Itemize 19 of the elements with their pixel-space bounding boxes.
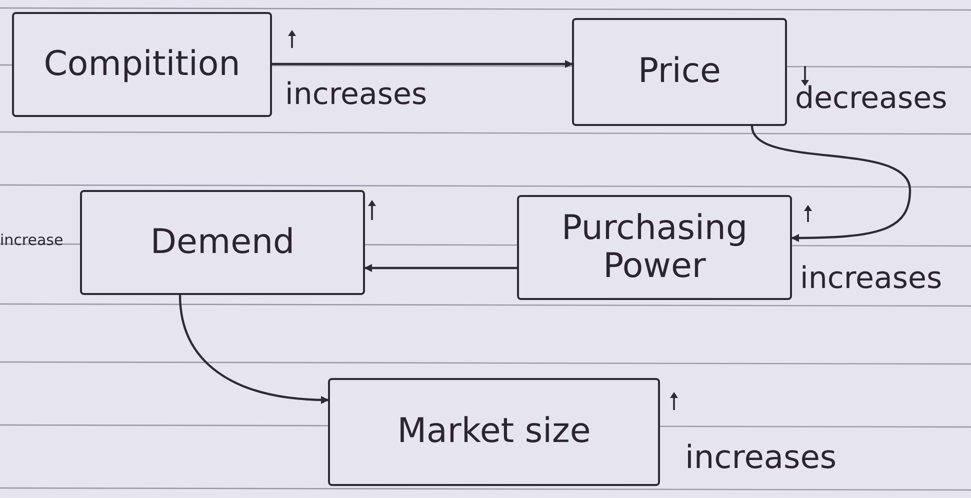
node-label: Demend <box>150 224 295 262</box>
arrow <box>364 264 517 272</box>
concept-box <box>80 190 365 295</box>
node-label: Purchasing Power <box>560 210 749 285</box>
node-label: Price <box>638 53 721 91</box>
arrow <box>272 60 573 68</box>
change-note: increases <box>685 440 837 476</box>
change-note: increases <box>800 262 942 295</box>
arrow <box>178 294 329 404</box>
concept-box <box>12 12 272 117</box>
change-note: decreases <box>795 82 948 115</box>
node-label: Market size <box>397 413 591 451</box>
concept-box <box>572 18 787 126</box>
change-note: increase <box>0 232 64 248</box>
concept-box <box>328 378 660 486</box>
concept-box <box>517 195 792 300</box>
change-note: increases <box>285 78 428 111</box>
arrow <box>750 126 912 242</box>
node-label: Compitition <box>44 46 240 84</box>
